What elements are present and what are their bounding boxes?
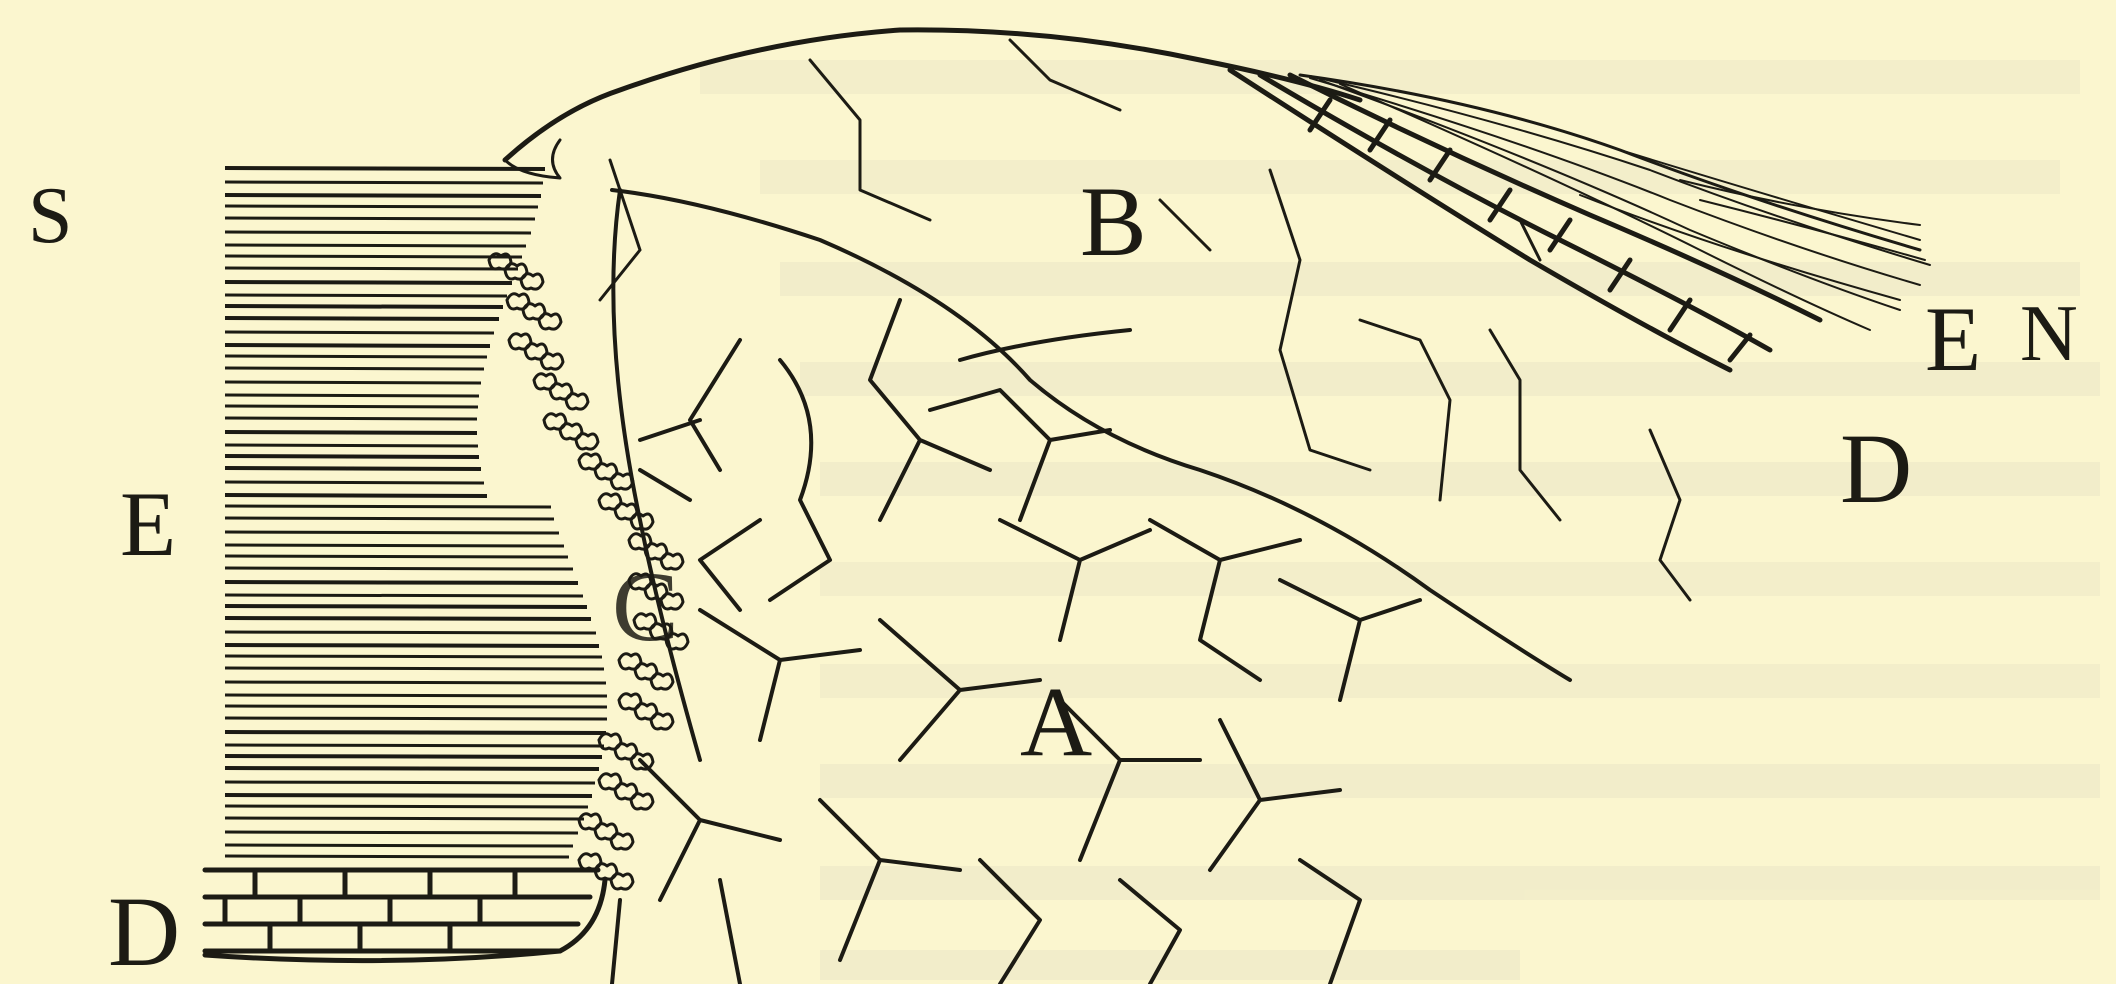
stratum-line bbox=[225, 168, 545, 169]
label-b: B bbox=[1080, 166, 1147, 277]
stratum-line bbox=[225, 332, 494, 333]
stratum-line bbox=[225, 345, 490, 346]
dipping-beds-d-e-right bbox=[1230, 70, 1930, 370]
stratum-line bbox=[225, 406, 478, 407]
rubble-fragment bbox=[566, 394, 588, 409]
stratum-line bbox=[225, 745, 604, 746]
stratum-line bbox=[225, 782, 595, 783]
stratum-line bbox=[225, 582, 578, 583]
rubble-fragment bbox=[631, 794, 653, 809]
stratum-line bbox=[225, 518, 554, 519]
label-d-left: D bbox=[108, 876, 180, 984]
stratum-line bbox=[225, 718, 607, 719]
stratum-line bbox=[225, 182, 543, 183]
rubble-fragment bbox=[611, 834, 633, 849]
stratum-line bbox=[225, 456, 479, 457]
stratum-line bbox=[225, 256, 522, 257]
stratum-line bbox=[225, 418, 477, 419]
stratum-line bbox=[225, 482, 484, 483]
rubble-fragment bbox=[539, 314, 561, 329]
rubble-fragment bbox=[576, 434, 598, 449]
stratum-line bbox=[225, 295, 507, 296]
stratum-line bbox=[225, 206, 538, 207]
stratum-line bbox=[225, 632, 596, 633]
stratum-line bbox=[225, 495, 487, 496]
stratum-line bbox=[225, 606, 587, 607]
stratum-line bbox=[225, 506, 551, 507]
stratum-line bbox=[225, 195, 541, 196]
label-c: C bbox=[612, 551, 679, 662]
label-d-right: D bbox=[1840, 413, 1912, 524]
stratum-line bbox=[225, 795, 592, 796]
stratum-line bbox=[225, 768, 599, 769]
stratum-line bbox=[225, 218, 535, 219]
rubble-fragment bbox=[521, 274, 543, 289]
stratum-line bbox=[225, 645, 599, 646]
label-s: S bbox=[28, 172, 73, 260]
stratum-line bbox=[225, 432, 477, 433]
stratum-line bbox=[225, 356, 487, 357]
rubble-fragment bbox=[651, 714, 673, 729]
rubble-fragment bbox=[541, 354, 563, 369]
rubble-fragment bbox=[611, 874, 633, 889]
stratum-line bbox=[225, 318, 499, 319]
limestone-beds-d-left bbox=[205, 870, 605, 961]
stratum-line bbox=[225, 656, 602, 657]
stratum-line bbox=[225, 682, 606, 683]
stratum-line bbox=[225, 382, 481, 383]
stratum-line bbox=[225, 395, 479, 396]
stratum-line bbox=[225, 306, 503, 307]
stratum-line bbox=[225, 756, 602, 757]
stratum-line bbox=[225, 282, 512, 283]
stratum-line bbox=[225, 368, 484, 369]
stratum-line bbox=[225, 856, 569, 857]
label-e-right: E bbox=[1925, 288, 1981, 390]
stratum-line bbox=[225, 818, 584, 819]
stratum-line bbox=[225, 245, 526, 246]
stratum-line bbox=[225, 568, 573, 569]
stratum-line bbox=[225, 806, 588, 807]
stratum-line bbox=[225, 845, 573, 846]
rubble-fragment bbox=[651, 674, 673, 689]
stratum-line bbox=[225, 706, 607, 707]
label-a: A bbox=[1020, 666, 1092, 777]
label-e-left: E bbox=[120, 473, 176, 575]
label-n: N bbox=[2020, 290, 2078, 378]
stratum-line bbox=[225, 556, 568, 557]
stratum-line bbox=[225, 668, 604, 669]
stratum-line bbox=[225, 618, 591, 619]
stratum-line bbox=[225, 595, 583, 596]
stratum-line bbox=[225, 545, 564, 546]
stratified-deposit-e-left bbox=[225, 168, 607, 857]
stratum-line bbox=[225, 232, 531, 233]
stratum-line bbox=[225, 732, 606, 733]
stratum-line bbox=[225, 695, 607, 696]
stratum-line bbox=[225, 468, 481, 469]
stratum-line bbox=[225, 832, 578, 833]
stratum-line bbox=[225, 445, 478, 446]
stratum-line bbox=[225, 532, 559, 533]
stratum-line bbox=[225, 268, 518, 269]
